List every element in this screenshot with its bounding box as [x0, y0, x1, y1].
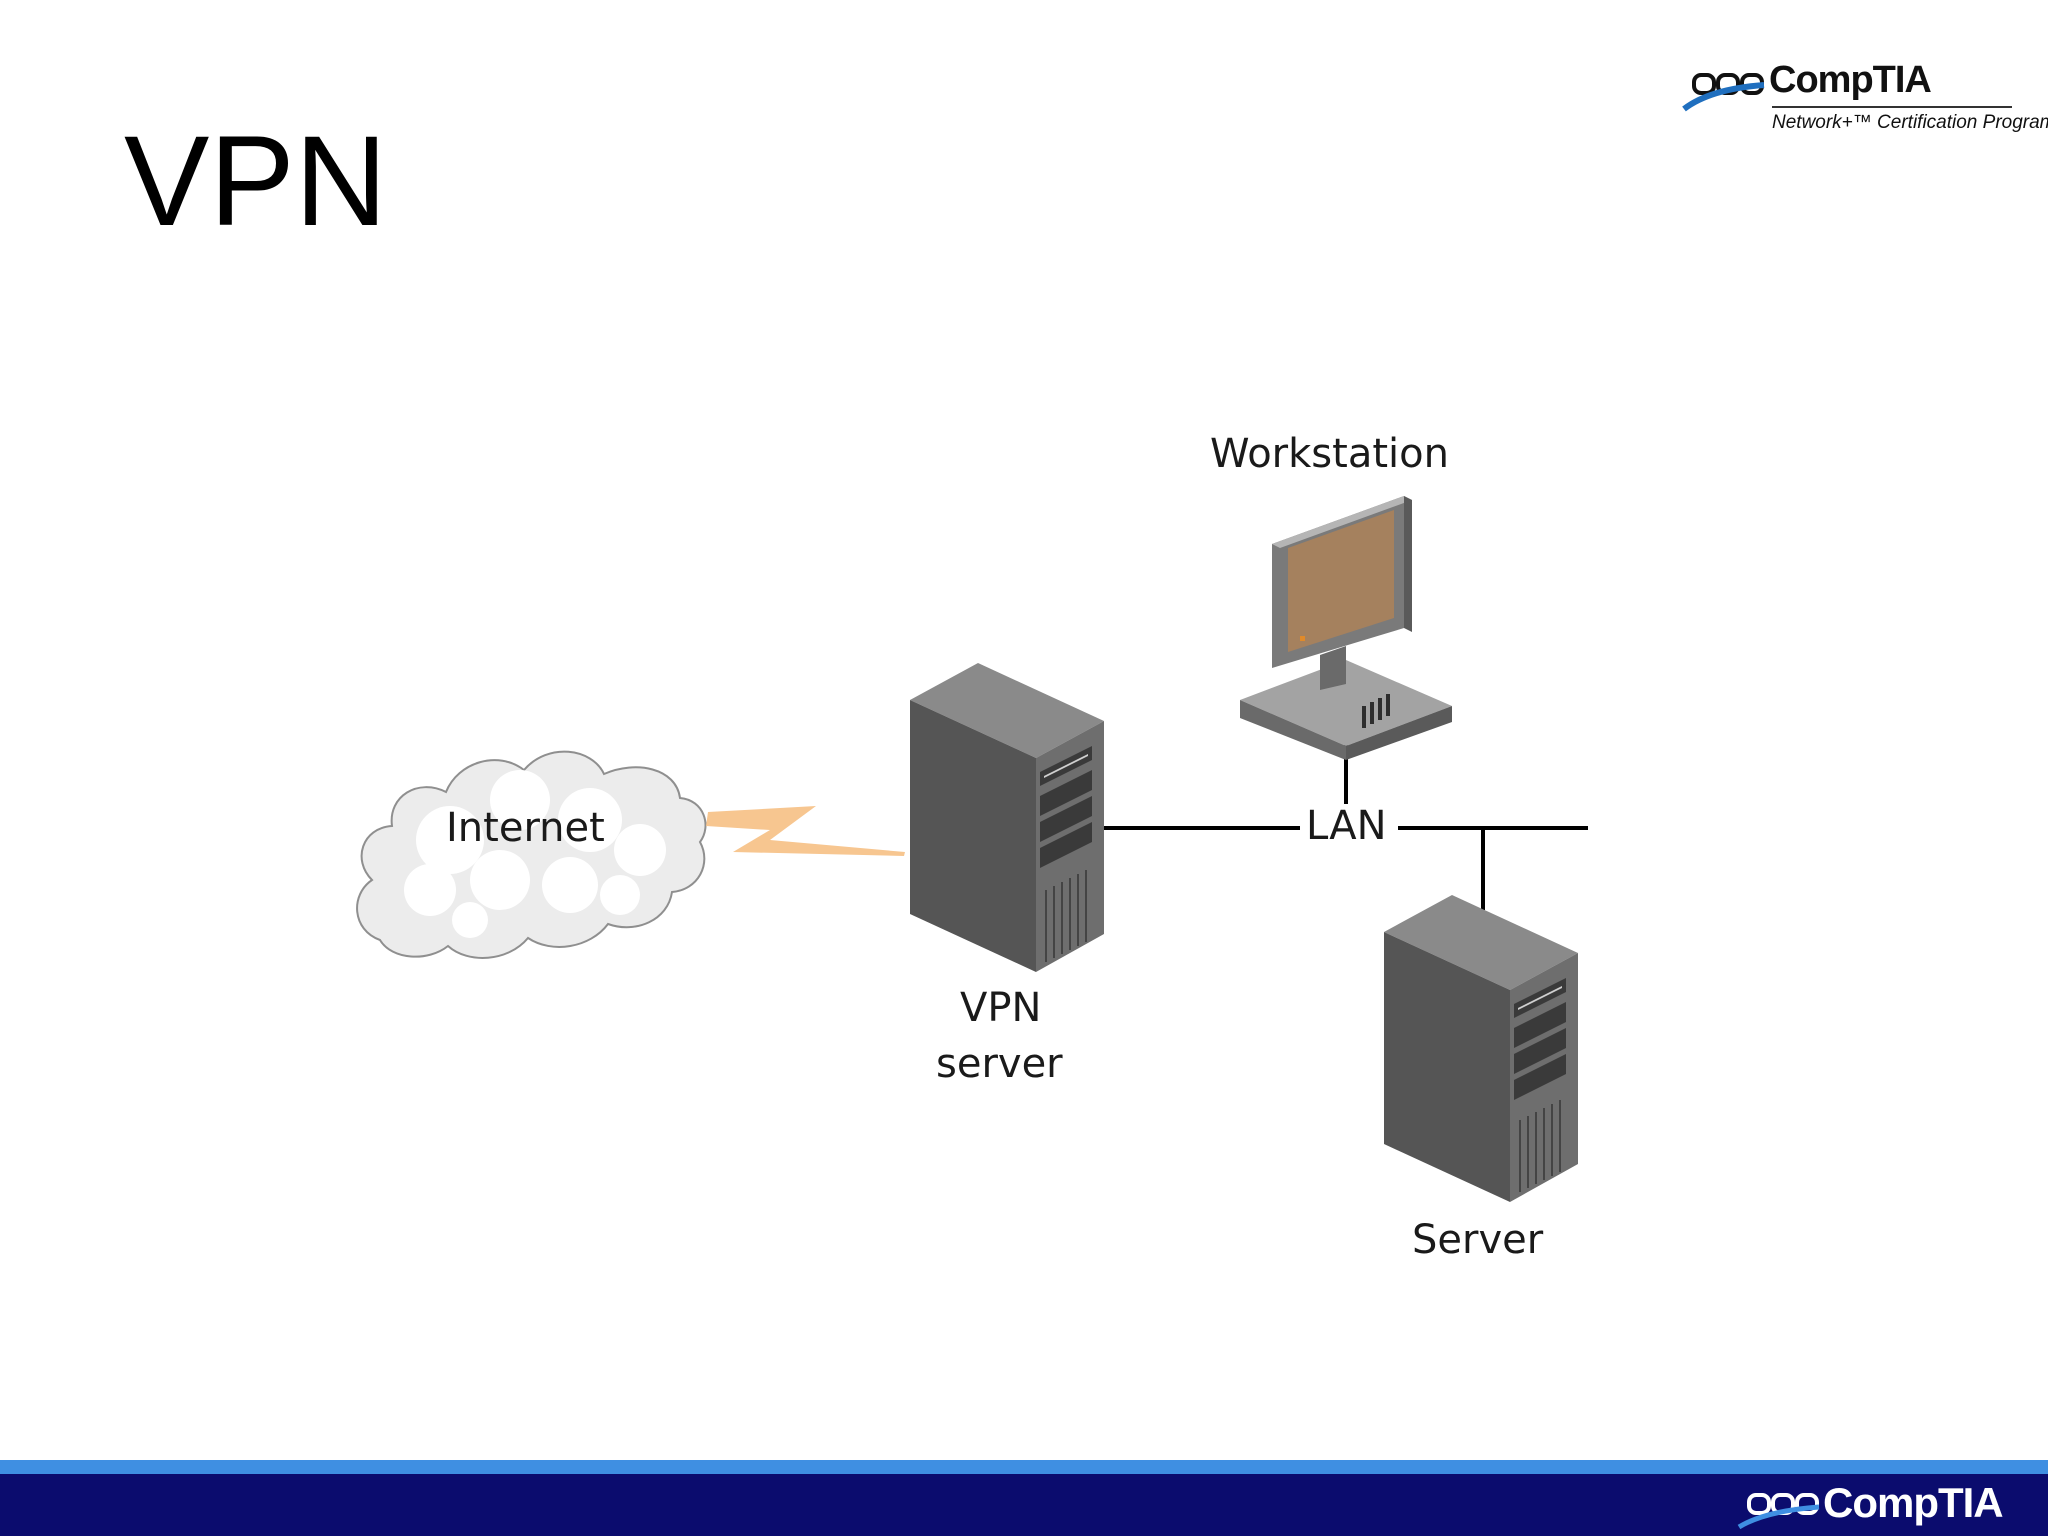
lan-label: LAN [1306, 803, 1387, 849]
workstation-label: Workstation [1210, 431, 1449, 477]
server-icon [1384, 895, 1578, 1202]
network-links [1104, 742, 1588, 910]
lightning-icon [706, 806, 905, 856]
workstation-icon [1240, 496, 1452, 760]
comptia-footer-logo: CompTIA [1735, 1477, 2045, 1533]
internet-label: Internet [446, 805, 605, 851]
vpn-server-label-line2: server [936, 1041, 1063, 1087]
server-label: Server [1412, 1217, 1544, 1263]
footer-logo-brand: CompTIA [1823, 1479, 2004, 1526]
comptia-logo: CompTIA Network+™ Certification Program [1680, 55, 2048, 145]
logo-rule [1772, 106, 2012, 108]
slide-title: VPN [124, 110, 388, 253]
footer-bar [0, 1474, 2048, 1536]
comptia-logo-icon [1682, 73, 1765, 112]
vpn-diagram: Internet VPN server LAN Workstation Serv… [356, 431, 1588, 1263]
vpn-server-icon [910, 663, 1104, 972]
comptia-logo-icon [1737, 1493, 1820, 1530]
footer-accent-bar [0, 1460, 2048, 1474]
logo-brand: CompTIA [1769, 59, 1932, 101]
vpn-server-label-line1: VPN [960, 985, 1042, 1031]
cloud-icon [356, 750, 707, 959]
logo-tagline: Network+™ Certification Program [1772, 112, 2048, 133]
